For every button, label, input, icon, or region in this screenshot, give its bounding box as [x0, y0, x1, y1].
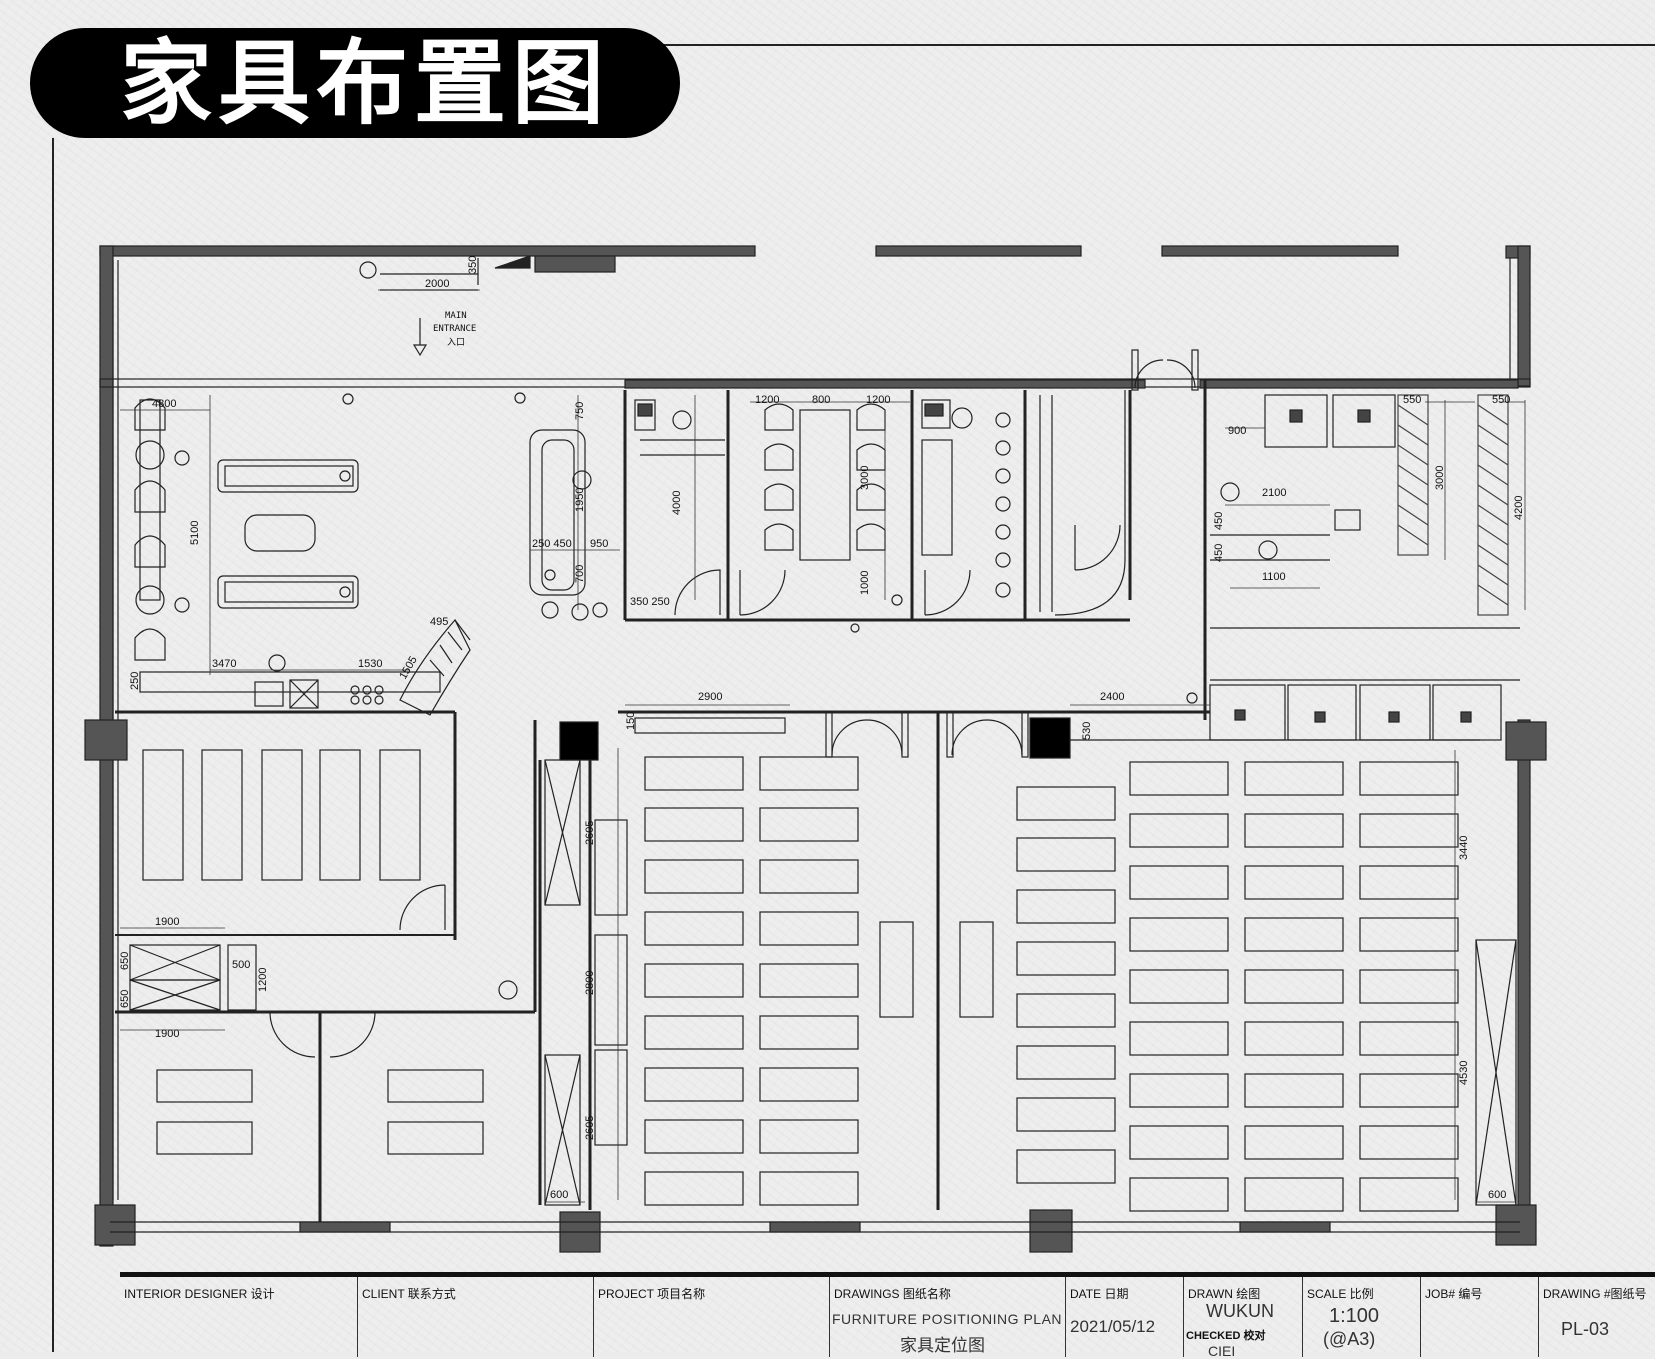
dim-label: 495 [430, 616, 448, 628]
dim-label: 750 [574, 402, 586, 420]
tb-date-label: DATE 日期 [1070, 1287, 1129, 1301]
dim-label: 1950 [574, 488, 586, 512]
tb-drawing-no-label: DRAWING #图纸号 [1543, 1287, 1647, 1301]
tb-project: PROJECT 项目名称 [593, 1277, 830, 1357]
classroom-desks-2 [959, 761, 1459, 1212]
dim-label: 500 [232, 959, 250, 971]
dimension-lines [120, 289, 1526, 1203]
tb-scale: SCALE 比例 1:100 (@A3) [1302, 1277, 1421, 1357]
tb-scale-value: 1:100 [1329, 1305, 1380, 1327]
outer-walls [99, 245, 1531, 1247]
dim-label: 650 [119, 990, 131, 1008]
dim-label: 450 [1213, 544, 1225, 562]
tb-drawn-value: WUKUN [1206, 1301, 1274, 1321]
tb-client-label: CLIENT 联系方式 [362, 1287, 456, 1301]
dim-label: 350 250 [630, 596, 670, 608]
title-block: INTERIOR DESIGNER 设计 CLIENT 联系方式 PROJECT… [120, 1272, 1655, 1359]
meeting-rooms-top [623, 349, 1199, 633]
tb-drawn-label: DRAWN 绘图 [1188, 1287, 1261, 1301]
tb-drawings-en: FURNITURE POSITIONING PLAN [832, 1311, 1063, 1327]
floor-plan: MAIN ENTRANCE 入口 350 2000 4800 5100 3470… [84, 245, 1547, 1253]
tb-drawing-no: DRAWING #图纸号 PL-03 [1538, 1277, 1655, 1357]
dim-label: 2000 [425, 278, 449, 290]
dim-label: 600 [1488, 1189, 1506, 1201]
dim-label: 4200 [1513, 496, 1525, 520]
dim-label: 2605 [584, 1116, 596, 1140]
dim-label: 800 [812, 394, 830, 406]
tb-job-label: JOB# 编号 [1425, 1287, 1483, 1301]
tb-drawings-label: DRAWINGS 图纸名称 [834, 1287, 951, 1301]
dim-label: 3470 [212, 658, 236, 670]
tb-drawing-no-value: PL-03 [1561, 1319, 1610, 1339]
office-left [115, 712, 535, 1222]
dim-label: 2900 [698, 691, 722, 703]
corridor [533, 710, 1517, 1210]
entrance-label-line3: 入口 [447, 337, 465, 348]
frame-line-top [640, 44, 1655, 46]
dim-label: 1530 [358, 658, 382, 670]
tb-drawings: DRAWINGS 图纸名称 FURNITURE POSITIONING PLAN… [829, 1277, 1066, 1357]
dim-label: 530 [1081, 722, 1093, 740]
dim-label: 700 [574, 565, 586, 583]
dim-label: 2100 [1262, 487, 1286, 499]
dim-label: 3000 [859, 466, 871, 490]
tb-scale-label: SCALE 比例 [1307, 1287, 1374, 1301]
dim-label: 2400 [1100, 691, 1124, 703]
dim-label: 4530 [1458, 1061, 1470, 1085]
frame-line-left [52, 138, 54, 1352]
dim-label: 450 [1213, 512, 1225, 530]
tb-designer-label: INTERIOR DESIGNER 设计 [124, 1287, 275, 1301]
tb-drawings-cn: 家具定位图 [900, 1336, 985, 1356]
title-banner [30, 28, 680, 138]
dim-label: 250 450 [532, 538, 572, 550]
tb-checked-label: CHECKED 校对 [1186, 1330, 1266, 1342]
dim-label: 4800 [152, 398, 176, 410]
dim-label: 1200 [257, 968, 269, 992]
dim-label: 550 [1492, 394, 1510, 406]
tb-checked-value: CIEI [1208, 1343, 1236, 1359]
tb-date: DATE 日期 2021/05/12 [1065, 1277, 1184, 1357]
dim-label: 1100 [1262, 571, 1286, 583]
dim-label: 5100 [189, 521, 201, 545]
reception-area [115, 255, 608, 716]
tb-scale-paper: (@A3) [1323, 1329, 1376, 1349]
dim-label: 1000 [859, 571, 871, 595]
dim-label: 1900 [155, 1028, 179, 1040]
dim-label: 2800 [584, 971, 596, 995]
classroom-desks-1 [644, 756, 914, 1206]
dim-label: 250 [129, 672, 141, 690]
entrance-label-line2: ENTRANCE [433, 324, 476, 334]
tb-job: JOB# 编号 [1420, 1277, 1539, 1357]
dim-label: 3000 [1434, 466, 1446, 490]
dim-label: 150 [625, 712, 637, 730]
tb-drawn: DRAWN 绘图 WUKUN CHECKED 校对 CIEI [1183, 1277, 1303, 1359]
dim-label: 900 [1228, 425, 1246, 437]
dim-label: 1505 [397, 654, 420, 681]
dim-label: 1900 [155, 916, 179, 928]
dim-label: 4000 [671, 491, 683, 515]
tb-designer: INTERIOR DESIGNER 设计 [120, 1277, 357, 1357]
dim-label: 600 [550, 1189, 568, 1201]
dim-label: 2605 [584, 821, 596, 845]
dim-label: 950 [590, 538, 608, 550]
entrance-label-line1: MAIN [445, 311, 467, 321]
columns [84, 717, 1547, 1253]
page-title: 家具布置图 [120, 30, 611, 137]
tb-date-value: 2021/05/12 [1070, 1317, 1156, 1336]
dim-label: 1200 [866, 394, 890, 406]
bottom-wall [110, 1221, 1520, 1233]
dim-label: 650 [119, 952, 131, 970]
dim-label: 550 [1403, 394, 1421, 406]
tb-client: CLIENT 联系方式 [357, 1277, 594, 1357]
dim-label: 3440 [1458, 836, 1470, 860]
dim-label: 350 [467, 256, 479, 274]
dim-label: 1200 [755, 394, 779, 406]
tb-project-label: PROJECT 项目名称 [598, 1287, 706, 1301]
